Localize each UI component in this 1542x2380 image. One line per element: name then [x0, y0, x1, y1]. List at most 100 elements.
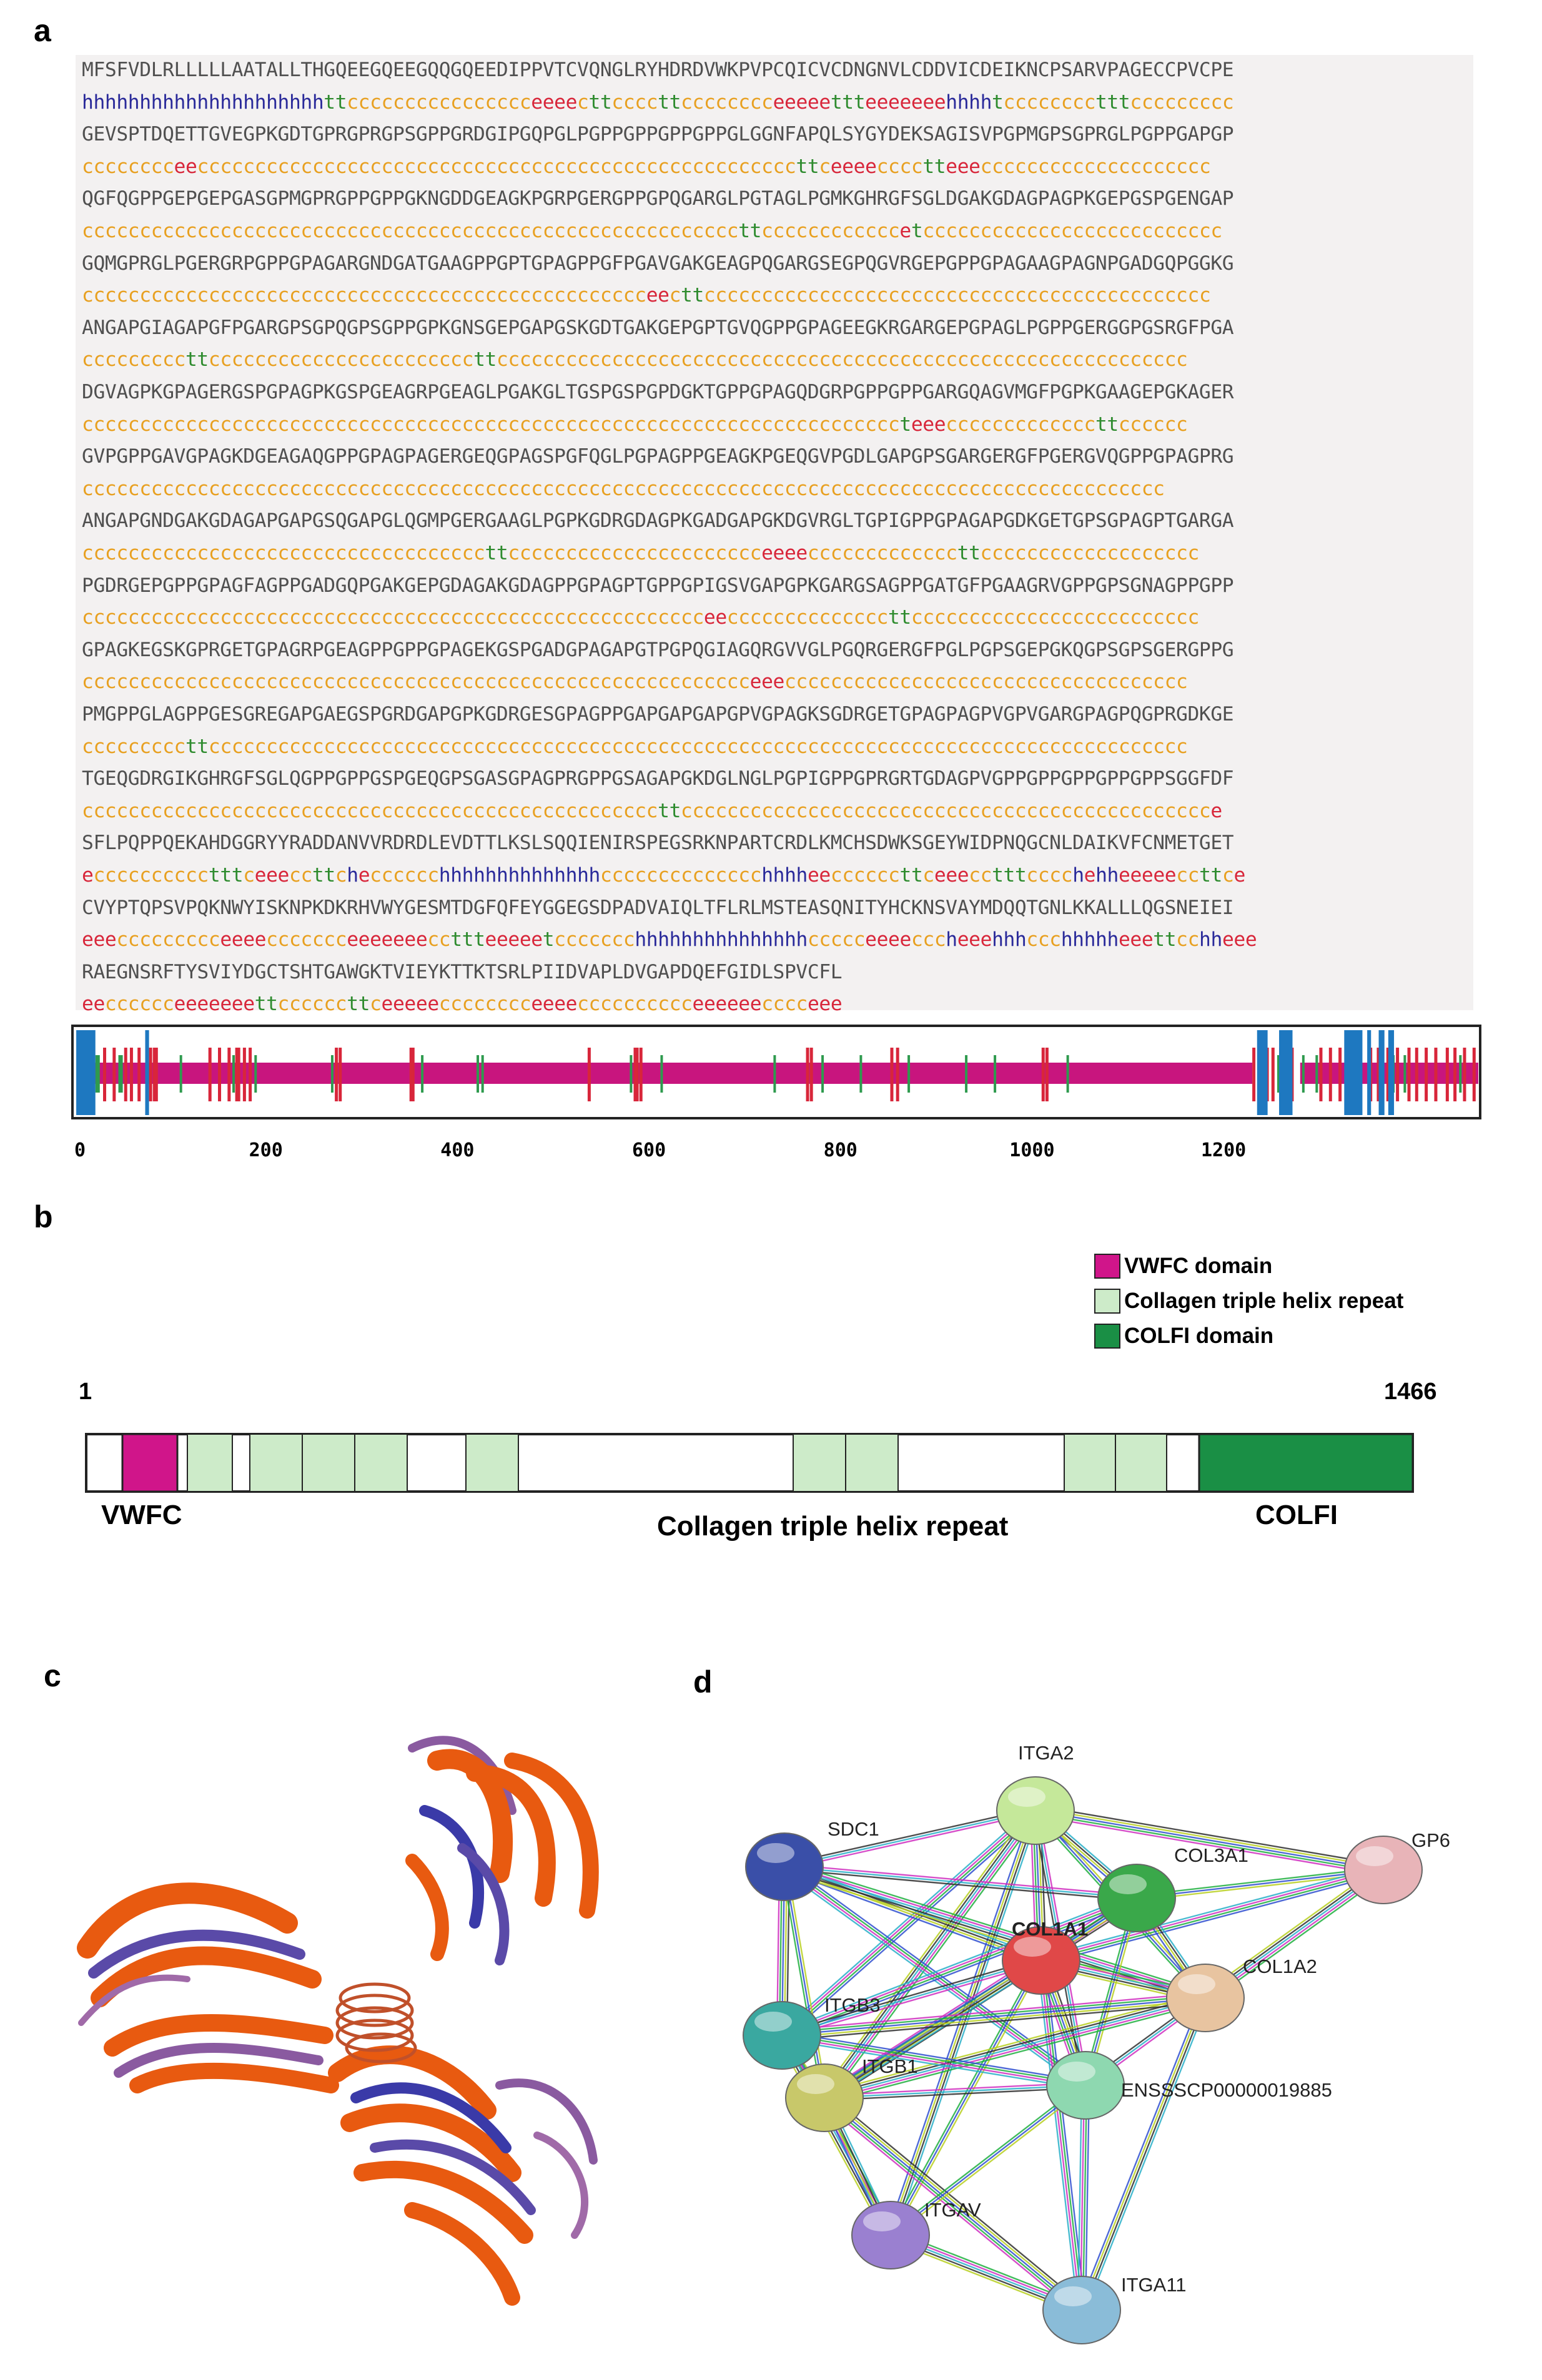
network-edge: [1039, 1960, 1082, 2311]
structure-row: cccccccccccccccccccccccccccccccccccttccc…: [82, 542, 1199, 564]
turn-mark: [1459, 1055, 1462, 1093]
network-edge: [1082, 2085, 1088, 2311]
node-label: ITGB1: [862, 2055, 918, 2077]
structure-row: cccccccccccccccccccccccccccccccccccccccc…: [82, 413, 1188, 436]
sequence-row: MFSFVDLRLLLLLAATALLTHGQEEGQEEGQQGQEEDIPP…: [82, 59, 1234, 81]
panel-label-a: a: [34, 13, 51, 48]
node-label: ITGA2: [1018, 1742, 1074, 1764]
strand-mark: [1453, 1048, 1457, 1101]
strand-mark: [335, 1048, 339, 1101]
strand-mark: [809, 1048, 813, 1101]
strand-mark: [1376, 1048, 1380, 1101]
strand-mark: [1386, 1048, 1390, 1101]
node-label: GP6: [1411, 1829, 1450, 1851]
network-nodes: ITGA2GP6SDC1COL3A1COL1A1COL1A2ITGB3ITGB1…: [743, 1742, 1450, 2344]
turn-mark: [232, 1055, 235, 1093]
sequence-row: SFLPQPPQEKAHDGGRYYRADDANVVRDRDLEVDTTLKSL…: [82, 832, 1234, 855]
strand-mark: [129, 1048, 133, 1101]
network-edge: [782, 2030, 1087, 2083]
legend-swatch-collagen: [1094, 1289, 1120, 1314]
network-edge: [891, 2087, 1088, 2238]
network-node: SDC1: [745, 1818, 879, 1901]
network-edge: [1035, 1807, 1384, 1869]
network-edge: [1080, 1997, 1205, 2310]
node-label: ITGB3: [824, 1994, 881, 2016]
helix-mark: [1344, 1030, 1363, 1115]
network-edge: [781, 1959, 1042, 2037]
node-label: ITGA11: [1121, 2274, 1187, 2296]
turn-mark: [120, 1055, 123, 1093]
sequence-row: RAEGNSRFTYSVIYDGCTSHTGAWGKTVIEYKTTKTSRLP…: [82, 960, 843, 983]
structure-row: eecccccceeeeeeettccccccttceeeeecccccccce…: [82, 993, 843, 1016]
node-circle: [1042, 2276, 1121, 2344]
structure-lobe-left: [77, 1882, 339, 2093]
node-label: ENSSSCP00000019885: [1121, 2079, 1332, 2101]
turn-mark: [95, 1055, 98, 1093]
network-edge: [825, 2002, 1207, 2103]
collagen-repeat: [354, 1433, 408, 1492]
node-circle: [1097, 1864, 1176, 1932]
network-edge: [782, 1811, 1037, 2037]
network-edge: [781, 1994, 1205, 2034]
network-node: ITGB3: [743, 1994, 881, 2070]
network-edge: [781, 1896, 1137, 2035]
collagen-repeat: [793, 1433, 846, 1492]
sequence-row: TGEQGDRGIKGHRGFSGLQGPPGPPGSPGEQGPSGASGPA…: [82, 767, 1234, 790]
turn-mark: [254, 1055, 257, 1093]
strand-mark: [1463, 1048, 1466, 1101]
sequence-row: PGDRGEPGPPGPAGFAGPPGADGQPGAKGEPGDAGAKGDA…: [82, 574, 1234, 597]
structure-row: cccccccceecccccccccccccccccccccccccccccc…: [82, 155, 1211, 178]
node-highlight: [1058, 2062, 1095, 2082]
collagen-repeat: [465, 1433, 519, 1492]
network-edge: [824, 1999, 1207, 2102]
node-circle: [745, 1832, 824, 1901]
structure-row: cccccccccccccccccccccccccccccccccccccccc…: [82, 606, 1199, 629]
network-edge: [824, 2097, 1082, 2311]
network-edge: [1040, 1866, 1383, 1958]
sequence-row: DGVAGPKGPAGERGSPGPAGPKGSPGEAGRPGEAGLPGAK…: [82, 381, 1234, 403]
structure-row: cccccccccccccccccccccccccccccccccccccccc…: [82, 799, 1222, 822]
strand-mark: [154, 1048, 158, 1101]
network-edge: [1136, 1866, 1383, 1897]
strand-mark: [1415, 1048, 1418, 1101]
structure-row: cccccccccttccccccccccccccccccccccccccccc…: [82, 735, 1188, 758]
network-edge: [1077, 2085, 1083, 2310]
network-edge: [824, 1960, 1042, 2100]
track-tick-label: 600: [632, 1139, 666, 1161]
network-edge: [782, 2002, 1206, 2042]
turn-mark: [1302, 1055, 1305, 1093]
node-highlight: [1178, 1974, 1215, 1994]
domain-bar: [85, 1433, 1414, 1493]
network-edge: [1035, 1812, 1383, 1874]
structure-row: cccccccccttcccccccccccccccccccccccttcccc…: [82, 348, 1188, 371]
strand-mark: [1252, 1048, 1256, 1101]
network-edge: [1040, 1867, 1383, 1960]
node-circle: [996, 1776, 1075, 1845]
node-circle: [785, 2063, 864, 2132]
network-edge: [781, 2038, 1085, 2090]
vwfc-label: VWFC: [101, 1500, 182, 1530]
network-edge: [1077, 1996, 1203, 2309]
network-edge: [1036, 1960, 1079, 2311]
strand-mark: [587, 1048, 591, 1101]
vwfc-domain: [121, 1433, 179, 1493]
network-edge: [781, 1957, 1041, 2034]
network-edge: [782, 1999, 1206, 2039]
structure-row: cccccccccccccccccccccccccccccccccccccccc…: [82, 220, 1222, 242]
turn-mark: [965, 1055, 968, 1093]
turn-mark: [821, 1055, 824, 1093]
node-highlight: [1008, 1787, 1045, 1807]
network-node: ITGB1: [785, 2055, 918, 2132]
sequence-row: GQMGPRGLPGERGRPGPPGPAGARGNDGATGAAGPPGPTG…: [82, 252, 1234, 275]
network-node: ITGAV: [851, 2199, 981, 2269]
domain-start-label: 1: [79, 1379, 92, 1405]
turn-mark: [660, 1055, 663, 1093]
node-highlight: [1014, 1937, 1051, 1957]
legend-label-collagen: Collagen triple helix repeat: [1124, 1289, 1404, 1313]
network-edge: [784, 1812, 1037, 1871]
network-node: COL3A1: [1097, 1844, 1248, 1932]
network-edge: [781, 1992, 1205, 2032]
network-edge: [891, 1811, 1038, 2236]
turn-mark: [1403, 1055, 1406, 1093]
